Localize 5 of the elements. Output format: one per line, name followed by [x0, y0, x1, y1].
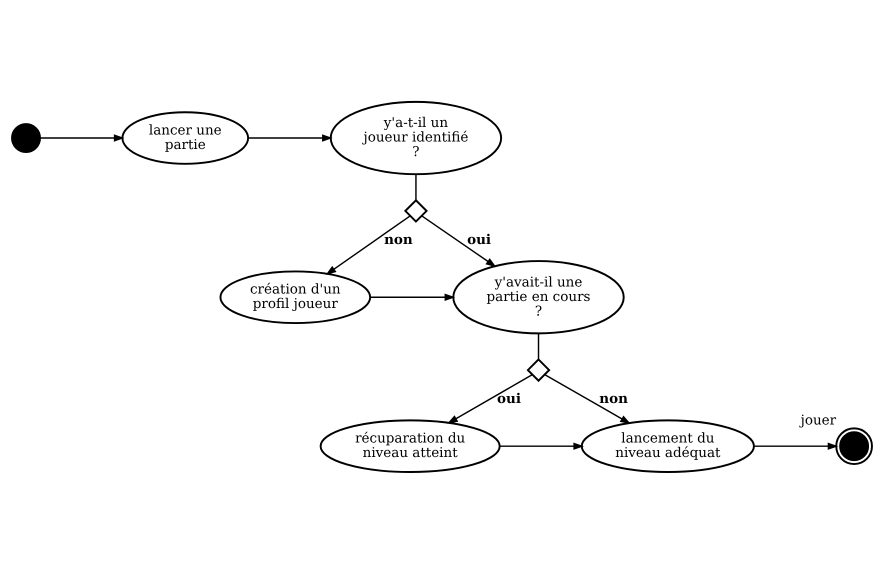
- edge-label: oui: [497, 391, 521, 408]
- node-label: jouer: [800, 412, 836, 429]
- edge-label: non: [384, 232, 413, 248]
- edge-label: oui: [467, 232, 492, 248]
- edge-label: non: [599, 391, 628, 408]
